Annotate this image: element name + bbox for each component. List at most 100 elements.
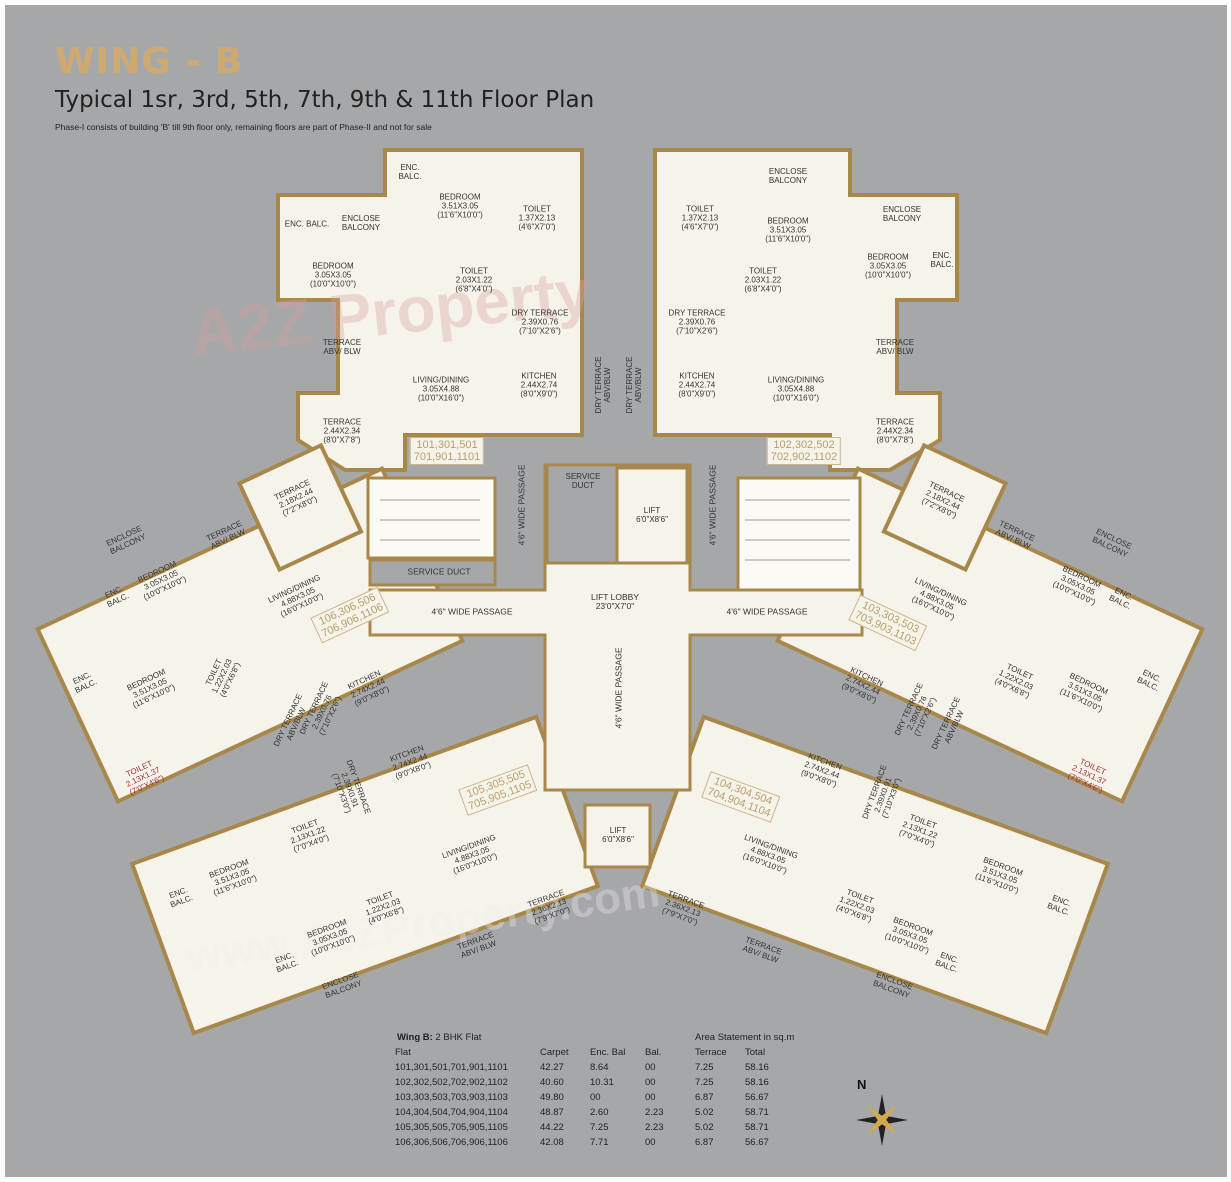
table-cell: 5.02 bbox=[695, 1107, 714, 1118]
table-cell: 10.31 bbox=[590, 1077, 614, 1088]
table-cell: 00 bbox=[645, 1137, 656, 1148]
room-label: BEDROOM 3.05X3.05 (10'0"X10'0") bbox=[309, 261, 357, 289]
table-cell: 48.87 bbox=[540, 1107, 564, 1118]
room-label: DRY TERRACE 2.39X0.76 (7'10"X2'6") bbox=[511, 308, 569, 336]
stair-right bbox=[736, 476, 862, 592]
room-label: TERRACE 2.44X2.34 (8'0"X7'8") bbox=[322, 417, 362, 445]
column-header: Carpet bbox=[540, 1047, 569, 1058]
room-label: SERVICE DUCT bbox=[407, 566, 471, 577]
room-label: SERVICE DUCT bbox=[565, 472, 601, 490]
room-label: TERRACE ABV/ BLW bbox=[322, 338, 362, 356]
wing-title: WING - B bbox=[55, 41, 244, 82]
table-caption: Wing B: 2 BHK Flat bbox=[397, 1032, 481, 1043]
area-statement-table: Flat Carpet Enc. Bal Bal. Terrace Total 101,30… bbox=[395, 1030, 785, 1150]
room-label: LIFT 6'0"X8'6" bbox=[602, 826, 634, 844]
lift-lobby-core bbox=[368, 463, 864, 792]
table-spacer bbox=[395, 1030, 785, 1045]
room-label: LIVING/DINING 3.05X4.88 (10'0"X16'0") bbox=[767, 375, 825, 403]
table-cell: 105,305,505,705,905,1105 bbox=[395, 1122, 508, 1133]
room-label: TERRACE ABV/ BLW bbox=[875, 338, 915, 356]
column-header: Terrace bbox=[695, 1047, 727, 1058]
table-cell: 7.25 bbox=[695, 1077, 714, 1088]
table-cell: 8.64 bbox=[590, 1062, 609, 1073]
table-cell: 104,304,504,704,904,1104 bbox=[395, 1107, 508, 1118]
flat-number-label: 102,302,502 702,902,1102 bbox=[766, 437, 842, 465]
room-label: DRY TERRACE ABV/BLW bbox=[625, 356, 643, 414]
table-cell: 106,306,506,706,906,1106 bbox=[395, 1137, 508, 1148]
north-arrow-compass-icon bbox=[856, 1094, 908, 1146]
table-caption-text: 2 BHK Flat bbox=[432, 1032, 482, 1043]
column-header: Enc. Bal bbox=[590, 1047, 626, 1058]
room-label: KITCHEN 2.44X2.74 (8'0"X9'0") bbox=[678, 371, 716, 399]
lift-top bbox=[615, 466, 689, 565]
room-label: BEDROOM 3.51X3.05 (11'6"X10'0") bbox=[765, 216, 811, 244]
table-row: 106,306,506,706,906,1106 42.08 7.71 00 6.87 5… bbox=[395, 1135, 785, 1150]
area-unit-note: Area Statement in sq.m bbox=[695, 1032, 795, 1043]
phase-note: Phase-I consists of building 'B' till 9t… bbox=[55, 122, 432, 132]
flat-106-terrace bbox=[236, 442, 364, 573]
table-cell: 7.25 bbox=[695, 1062, 714, 1073]
room-label: TOILET 1.37X2.13 (4'6"X7'0") bbox=[518, 204, 556, 232]
room-label: 4'6" WIDE PASSAGE bbox=[516, 464, 527, 546]
north-label: N bbox=[857, 1077, 867, 1092]
room-label: TOILET 2.03X1.22 (6'8"X4'0") bbox=[744, 266, 782, 294]
room-label: 4'6" WIDE PASSAGE bbox=[707, 464, 718, 546]
table-cell: 56.67 bbox=[745, 1137, 769, 1148]
table-cell: 102,302,502,702,902,1102 bbox=[395, 1077, 508, 1088]
table-cell: 103,303,503,703,903,1103 bbox=[395, 1092, 508, 1103]
flat-103-terrace bbox=[881, 442, 1009, 573]
room-label: BEDROOM 3.51X3.05 (11'6"X10'0") bbox=[437, 192, 483, 220]
room-label: TOILET 2.03X1.22 (6'8"X4'0") bbox=[455, 266, 493, 294]
room-label: 4'6" WIDE PASSAGE bbox=[726, 606, 808, 617]
table-row: 103,303,503,703,903,1103 49.80 00 00 6.87 56.… bbox=[395, 1090, 785, 1105]
table-cell: 58.16 bbox=[745, 1077, 769, 1088]
room-label: ENC. BALC. bbox=[398, 163, 422, 181]
room-label: TOILET 1.37X2.13 (4'6"X7'0") bbox=[681, 204, 719, 232]
table-cell: 7.71 bbox=[590, 1137, 609, 1148]
table-cell: 00 bbox=[590, 1092, 601, 1103]
room-label: KITCHEN 2.44X2.74 (8'0"X9'0") bbox=[520, 371, 558, 399]
table-header-row: Flat Carpet Enc. Bal Bal. Terrace Total bbox=[395, 1045, 785, 1060]
room-label: ENCLOSE BALCONY bbox=[341, 214, 381, 232]
table-cell: 7.25 bbox=[590, 1122, 609, 1133]
service-duct-left bbox=[368, 558, 497, 587]
room-label: ENCLOSE BALCONY bbox=[882, 205, 922, 223]
page-title: Typical 1sr, 3rd, 5th, 7th, 9th & 11th F… bbox=[55, 87, 595, 113]
stair-left bbox=[366, 476, 497, 560]
room-label: 4'6" WIDE PASSAGE bbox=[613, 647, 624, 729]
column-header: Flat bbox=[395, 1047, 411, 1058]
table-cell: 101,301,501,701,901,1101 bbox=[395, 1062, 508, 1073]
table-caption-bold: Wing B: bbox=[397, 1032, 433, 1043]
table-cell: 6.87 bbox=[695, 1137, 714, 1148]
table-cell: 00 bbox=[645, 1077, 656, 1088]
table-cell: 6.87 bbox=[695, 1092, 714, 1103]
table-cell: 42.08 bbox=[540, 1137, 564, 1148]
table-cell: 00 bbox=[645, 1062, 656, 1073]
room-label: 4'6" WIDE PASSAGE bbox=[431, 606, 513, 617]
table-cell: 58.71 bbox=[745, 1122, 769, 1133]
service-duct-top bbox=[545, 463, 619, 565]
room-label: LIFT 6'0"X8'6" bbox=[636, 506, 668, 524]
table-cell: 5.02 bbox=[695, 1122, 714, 1133]
room-label: ENCLOSE BALCONY bbox=[768, 167, 808, 185]
floor-plan-drawing bbox=[34, 148, 1206, 1146]
table-cell: 44.22 bbox=[540, 1122, 564, 1133]
table-cell: 2.60 bbox=[590, 1107, 609, 1118]
table-row: 101,301,501,701,901,1101 42.27 8.64 00 7.25 5… bbox=[395, 1060, 785, 1075]
table-cell: 56.67 bbox=[745, 1092, 769, 1103]
table-cell: 42.27 bbox=[540, 1062, 564, 1073]
column-header: Total bbox=[745, 1047, 766, 1058]
column-header: Bal. bbox=[645, 1047, 662, 1058]
table-cell: 00 bbox=[645, 1092, 656, 1103]
lift-bottom bbox=[583, 803, 652, 869]
room-label: DRY TERRACE ABV/BLW bbox=[594, 356, 612, 414]
flat-102-outline bbox=[653, 148, 959, 472]
room-label: LIVING/DINING 3.05X4.88 (10'0"X16'0") bbox=[412, 375, 470, 403]
table-cell: 58.16 bbox=[745, 1062, 769, 1073]
table-cell: 49.80 bbox=[540, 1092, 564, 1103]
room-label: BEDROOM 3.05X3.05 (10'0"X10'0") bbox=[864, 252, 912, 280]
room-label: ENC. BALC. bbox=[284, 219, 330, 229]
